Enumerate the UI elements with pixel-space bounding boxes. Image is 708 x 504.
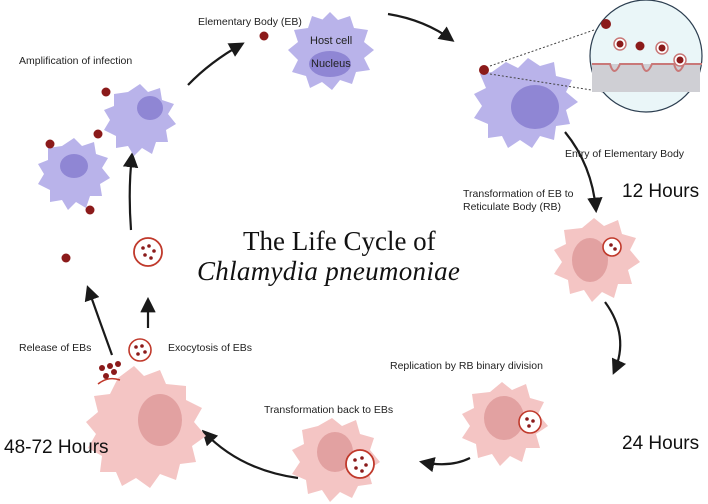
label-release: Release of EBs: [19, 342, 92, 354]
time-48-72-hours: 48-72 Hours: [4, 437, 109, 458]
eb-particle: [259, 31, 269, 41]
infected-cell-12h: [554, 218, 640, 302]
exocytosis-vesicle: [133, 237, 163, 267]
infected-cell-24h: [462, 382, 548, 466]
label-exocytosis: Exocytosis of EBs: [168, 342, 253, 354]
entry-cell: [474, 58, 578, 148]
label-entry: Entry of Elementary Body: [565, 148, 685, 160]
label-replication: Replication by RB binary division: [390, 360, 543, 372]
diagram-title-line1: The Life Cycle of: [243, 226, 436, 256]
arrow-transformation-to-replication: [604, 301, 627, 375]
infected-cell-back: [292, 418, 380, 502]
zoom-inset: [489, 0, 703, 113]
arrow-host-to-entry: [387, 12, 455, 42]
label-nucleus: Nucleus: [311, 58, 351, 70]
cycle-arrows: [84, 12, 627, 480]
time-24-hours: 24 Hours: [622, 433, 700, 454]
label-transformation-back: Transformation back to EBs: [264, 404, 394, 416]
label-amplification: Amplification of infection: [19, 55, 133, 67]
amplification-cell-2: [38, 138, 110, 210]
amplification-cell-1: [104, 84, 176, 156]
time-12-hours: 12 Hours: [622, 181, 700, 202]
arrow-entry-to-transformation: [564, 131, 603, 214]
free-eb-particles: [45, 87, 111, 263]
arrow-left-up: [122, 151, 139, 231]
arrow-back-to-release: [201, 429, 299, 480]
label-elementary-body: Elementary Body (EB): [198, 16, 302, 28]
arrow-release-up: [84, 285, 114, 356]
arrow-amp-to-host: [187, 42, 245, 86]
host-cell-top: [288, 12, 374, 90]
arrow-replication-to-back: [418, 457, 471, 473]
label-transformation-eb-rb-line1: Transformation of EB to: [463, 188, 574, 200]
releasing-cell: [86, 338, 206, 488]
label-transformation-eb-rb-line2: Reticulate Body (RB): [463, 201, 562, 213]
label-host-cell: Host cell: [310, 35, 353, 47]
diagram-title-line2: Chlamydia pneumoniae: [197, 256, 461, 286]
